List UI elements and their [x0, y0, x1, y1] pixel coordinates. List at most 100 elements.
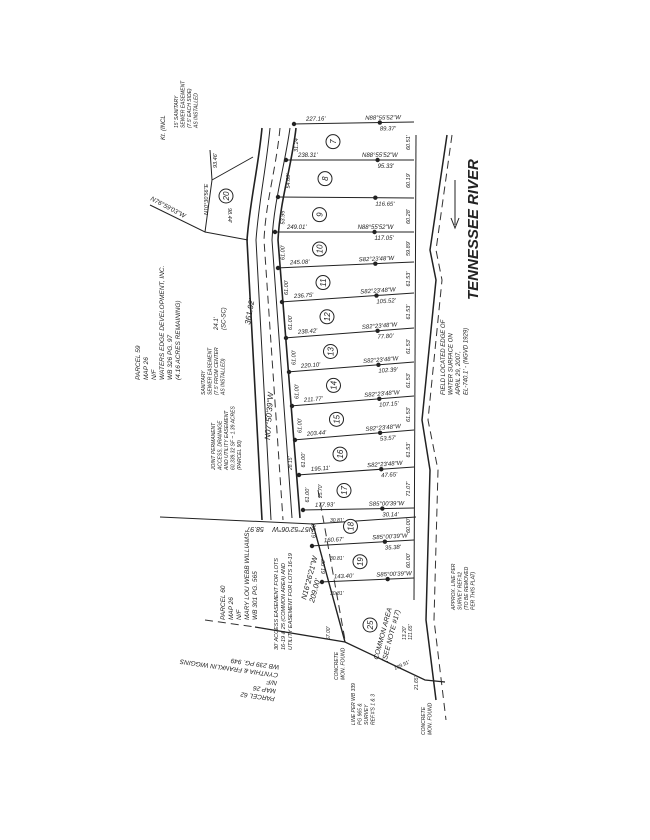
lot-line-label: 107.15' [379, 401, 400, 409]
rear-width-label: 60.00' [406, 552, 412, 568]
frontage-label: 61.00' [298, 417, 304, 433]
iron-pin-marker [375, 157, 380, 163]
distance-label: 13.20' [402, 625, 408, 640]
svg-text:24.1': 24.1' [214, 316, 220, 331]
note-lot20-dist-b: 98.44' [226, 208, 232, 224]
labels: 227.16'N88°55'52"W89.37'238.31'N88°55'52… [135, 80, 477, 735]
rear-width-label: 61.53' [406, 271, 412, 287]
svg-text:PARCEL 60: PARCEL 60 [220, 585, 227, 620]
lot-line-label: 116.65' [375, 202, 395, 208]
lot-number-18: 18 [343, 518, 358, 534]
svg-text:N/F: N/F [151, 369, 158, 381]
lot-number-11: 11 [315, 275, 331, 291]
svg-text:CONCRETE: CONCRETE [421, 706, 427, 735]
boundary-lines [149, 127, 460, 721]
note-lot20-dist-a: 93.46' [213, 152, 219, 168]
lot-line [275, 196, 415, 199]
lot-line [296, 466, 415, 476]
road-edge-west-inner [255, 127, 272, 521]
svg-text:AS INSTALLED): AS INSTALLED) [221, 358, 227, 396]
frontage-label: 54.60' [286, 173, 292, 189]
rear-property-line [413, 134, 417, 601]
lot-line [279, 292, 415, 303]
iron-pin-marker [279, 299, 285, 305]
svg-text:7: 7 [329, 139, 338, 144]
svg-text:N57°52'06"W: N57°52'06"W [271, 525, 314, 533]
iron-pin-marker [380, 506, 385, 511]
lot-line-label: S82°23'48"W [365, 424, 402, 433]
lot-line-label: 77.80' [377, 334, 394, 341]
south-boundary-solid [254, 626, 446, 683]
lot-line-label: 89.37' [380, 126, 397, 132]
iron-pin-marker [377, 430, 383, 435]
iron-pin-marker [283, 157, 289, 163]
distance-label: 28.15' [288, 455, 294, 471]
iron-pin-marker [286, 369, 292, 375]
lot-number-9: 9 [312, 207, 327, 223]
svg-text:PG 965 &: PG 965 & [358, 703, 364, 725]
iron-pin-marker [373, 195, 378, 200]
svg-text:N10°30'56"E: N10°30'56"E [204, 183, 210, 215]
svg-text:LINE PER WB 339: LINE PER WB 339 [351, 683, 357, 725]
svg-text:AND UTILITY EASEMENT: AND UTILITY EASEMENT [224, 410, 230, 471]
river-label: TENNESSEE RIVER [465, 159, 482, 300]
svg-text:MON. FOUND: MON. FOUND [428, 702, 434, 735]
lot-line [289, 395, 415, 407]
iron-pin-marker [275, 194, 281, 200]
svg-text:APPROX. LINE PER: APPROX. LINE PER [451, 563, 457, 611]
svg-text:JOINT PERMANENT: JOINT PERMANENT [211, 422, 217, 471]
lot-line-label: 35.38' [385, 545, 402, 552]
svg-text:60,339.32 SF ~ 1.39 ACRES: 60,339.32 SF ~ 1.39 ACRES [231, 406, 237, 470]
frontage-label: 53.95' [281, 209, 287, 225]
lot-lines [272, 120, 415, 585]
lot-line-label: S85°00'39"W [376, 571, 413, 579]
svg-text:15: 15 [333, 414, 342, 423]
distance-label: 30.81' [330, 556, 345, 562]
iron-pin-marker [382, 539, 388, 544]
lot-line-label: 177.93' [315, 502, 335, 508]
iron-pin-marker [385, 576, 390, 582]
svg-text:20: 20 [222, 191, 231, 201]
lot-line [300, 507, 415, 511]
svg-text:(PARCEL 90): (PARCEL 90) [237, 440, 243, 470]
svg-text:12: 12 [323, 312, 332, 321]
lot-number-14: 14 [326, 377, 341, 393]
lot-line-label: 238.31' [297, 153, 318, 159]
iron-pin-marker [377, 120, 383, 125]
water-edge-line [421, 134, 448, 701]
svg-text:93.46': 93.46' [213, 152, 219, 168]
svg-text:17: 17 [340, 486, 349, 495]
svg-text:(4.16 ACRES REMAINING): (4.16 ACRES REMAINING) [175, 300, 182, 380]
svg-text:361.92': 361.92' [243, 298, 256, 326]
frontage-label: 31.24' [294, 136, 300, 152]
lot-line-label: 245.08' [289, 260, 311, 267]
frontage-label: 61.00' [312, 522, 318, 538]
svg-text:WB 301 PG. 565: WB 301 PG. 565 [252, 571, 259, 620]
svg-text:REF.#'S 1 & 3: REF.#'S 1 & 3 [371, 694, 377, 725]
lot-number-20: 20 [218, 188, 234, 204]
rear-width-label: 61.53' [406, 304, 412, 320]
rear-width-label: 60.00' [406, 517, 412, 533]
svg-text:PARCEL 59: PARCEL 59 [135, 345, 142, 380]
lot-line-label: N88°55'52"W [365, 115, 402, 122]
svg-text:SANITARY: SANITARY [201, 370, 207, 395]
lot-line [292, 429, 415, 441]
iron-pin-marker [372, 229, 377, 235]
south-boundary [204, 619, 256, 628]
lot-line-label: S82°23'48"W [362, 322, 399, 331]
svg-text:98.44': 98.44' [226, 208, 232, 224]
note-road-length: 361.92' [243, 298, 256, 326]
svg-text:19: 19 [356, 557, 365, 566]
note-line-60-bearing: N57°52'06"W [271, 525, 314, 533]
iron-pin-marker [309, 543, 315, 549]
lot-line-label: S82°23'48"W [363, 356, 400, 365]
approx-water-line [427, 134, 453, 721]
lot-line-label: 203.44' [306, 430, 328, 438]
svg-text:ACCESS, DRAINAGE: ACCESS, DRAINAGE [218, 420, 224, 471]
